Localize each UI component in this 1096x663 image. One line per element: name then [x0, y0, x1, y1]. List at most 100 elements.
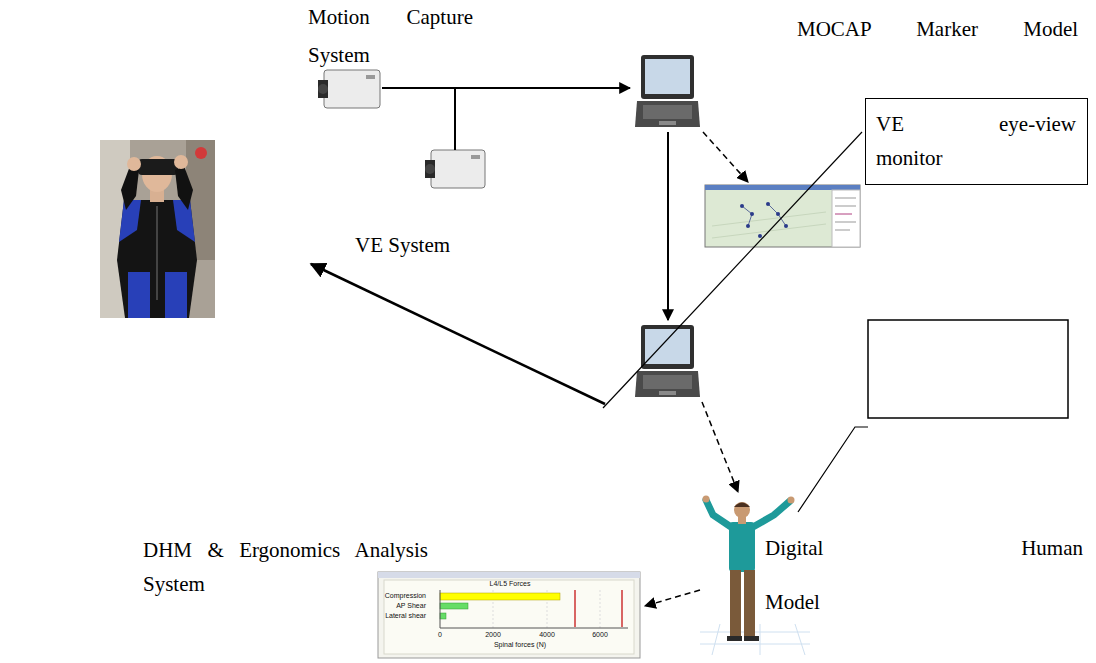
- axis-category-holder: AP Shear: [378, 601, 426, 610]
- axis-category-holder: Compression: [378, 591, 426, 600]
- laptop-icon: [641, 325, 694, 369]
- vr-user-photo: [119, 200, 141, 242]
- laptop-icon: [659, 391, 676, 395]
- vr-user-photo: [165, 272, 187, 318]
- flow-arrow: [311, 264, 605, 404]
- node-text: VE System: [355, 230, 450, 260]
- flow-arrow: [311, 88, 668, 404]
- laptop-icon: [635, 101, 700, 127]
- spinal-force-chart: [440, 628, 628, 629]
- camera-icon: [318, 70, 380, 108]
- camera-icon: [425, 150, 485, 188]
- laptop-icon: [643, 375, 692, 389]
- laptop-icon: [635, 55, 700, 127]
- laptop-icon: [659, 121, 676, 125]
- system-circle: VE System: [7, 108, 307, 408]
- digital-human-figure: [700, 495, 810, 655]
- region-blob-outline: [120, 290, 1095, 663]
- flow-arrow: [667, 132, 669, 320]
- camera-icon: [318, 80, 328, 98]
- dashed-arrow: [645, 590, 700, 606]
- camera-icon: [431, 150, 485, 188]
- mocap-screenshot: [835, 222, 856, 223]
- system-label-holder: Digital Human Model: [765, 521, 1083, 629]
- spinal-force-chart: [600, 590, 601, 628]
- system-label: Digital Human Model: [765, 521, 1083, 629]
- tick-label-holder: 6000: [585, 630, 615, 639]
- mocap-screenshot: [740, 204, 744, 208]
- flow-arrow: [454, 88, 456, 150]
- digital-human-figure: [795, 624, 805, 655]
- node-text: DHM & Ergonomics Analysis System: [143, 533, 428, 601]
- camera-icon: [425, 160, 435, 178]
- laptop-icon: [635, 325, 700, 397]
- laptop-icon: [641, 55, 694, 99]
- tick-label: 4000: [532, 630, 562, 639]
- digital-human-figure: [703, 496, 710, 503]
- vr-user-photo: [156, 206, 158, 300]
- digital-human-figure: [734, 502, 750, 518]
- dashed-arrow: [703, 132, 748, 182]
- spinal-force-chart: [440, 613, 446, 619]
- camera-icon: [318, 84, 328, 94]
- spinal-force-chart: [378, 572, 640, 658]
- camera-icon: [324, 70, 380, 108]
- empty-callout-box: [798, 427, 868, 512]
- laptop-icon: [635, 371, 700, 397]
- laptop-icon: [645, 329, 690, 364]
- region-blob-outline: [127, 299, 1093, 660]
- vr-user-photo: [100, 140, 215, 318]
- tick-label: 0: [425, 630, 455, 639]
- tick-label: 2000: [478, 630, 508, 639]
- camera-icon: [425, 164, 435, 174]
- tick-label: 6000: [585, 630, 615, 639]
- digital-human-figure: [727, 636, 742, 641]
- tick-label-holder: 4000: [532, 630, 562, 639]
- digital-human-figure: [730, 570, 741, 638]
- vr-user-photo: [121, 166, 139, 210]
- mocap-screenshot: [742, 204, 786, 226]
- axis-category: Compression: [378, 591, 426, 600]
- dashed-arrow: [702, 402, 738, 492]
- vr-user-photo: [117, 200, 197, 318]
- mocap-screenshot: [784, 224, 788, 228]
- vr-user-photo: [127, 157, 141, 171]
- digital-human-figure: [788, 497, 795, 504]
- digital-human-figure: [744, 636, 759, 641]
- callout-box: VE eye-view monitor: [865, 98, 1088, 185]
- vr-user-photo: [100, 140, 215, 318]
- system-label-holder: Motion Capture System: [308, 0, 473, 74]
- digital-human-figure: [700, 495, 810, 655]
- digital-human-figure: [760, 624, 761, 655]
- mocap-screenshot: [835, 198, 856, 199]
- mocap-screenshot: [705, 185, 860, 190]
- mocap-screenshot: [766, 202, 770, 206]
- chart-title-holder: L4/L5 Forces: [470, 579, 550, 588]
- vr-user-photo: [138, 159, 178, 175]
- dashed-arrow: [645, 132, 748, 606]
- axis-category-holder: Lateral shear: [378, 611, 426, 620]
- node-text: VE eye-view monitor: [876, 107, 1076, 175]
- vr-user-photo: [175, 166, 193, 210]
- mocap-screenshot: [835, 214, 852, 215]
- spinal-force-chart: [440, 593, 560, 600]
- camera-icon: [471, 155, 480, 159]
- leader-line: [603, 132, 862, 408]
- axis-category: AP Shear: [378, 601, 426, 610]
- mocap-screenshot: [776, 212, 780, 216]
- mocap-screenshot: [835, 206, 856, 207]
- laptop-icon: [645, 59, 690, 94]
- flow-arrow: [382, 87, 630, 89]
- digital-human-figure: [700, 644, 810, 645]
- spinal-force-chart: [621, 590, 623, 627]
- vr-user-photo: [174, 155, 188, 169]
- node-text: MOCAP Marker Model: [797, 14, 1078, 44]
- axis-title: Spinal forces (N): [480, 640, 560, 649]
- laptop-icon: [643, 105, 692, 119]
- vr-user-photo: [195, 147, 207, 159]
- empty-callout-box: [798, 320, 1068, 512]
- camera-icon: [366, 75, 375, 79]
- digital-human-figure: [734, 503, 750, 508]
